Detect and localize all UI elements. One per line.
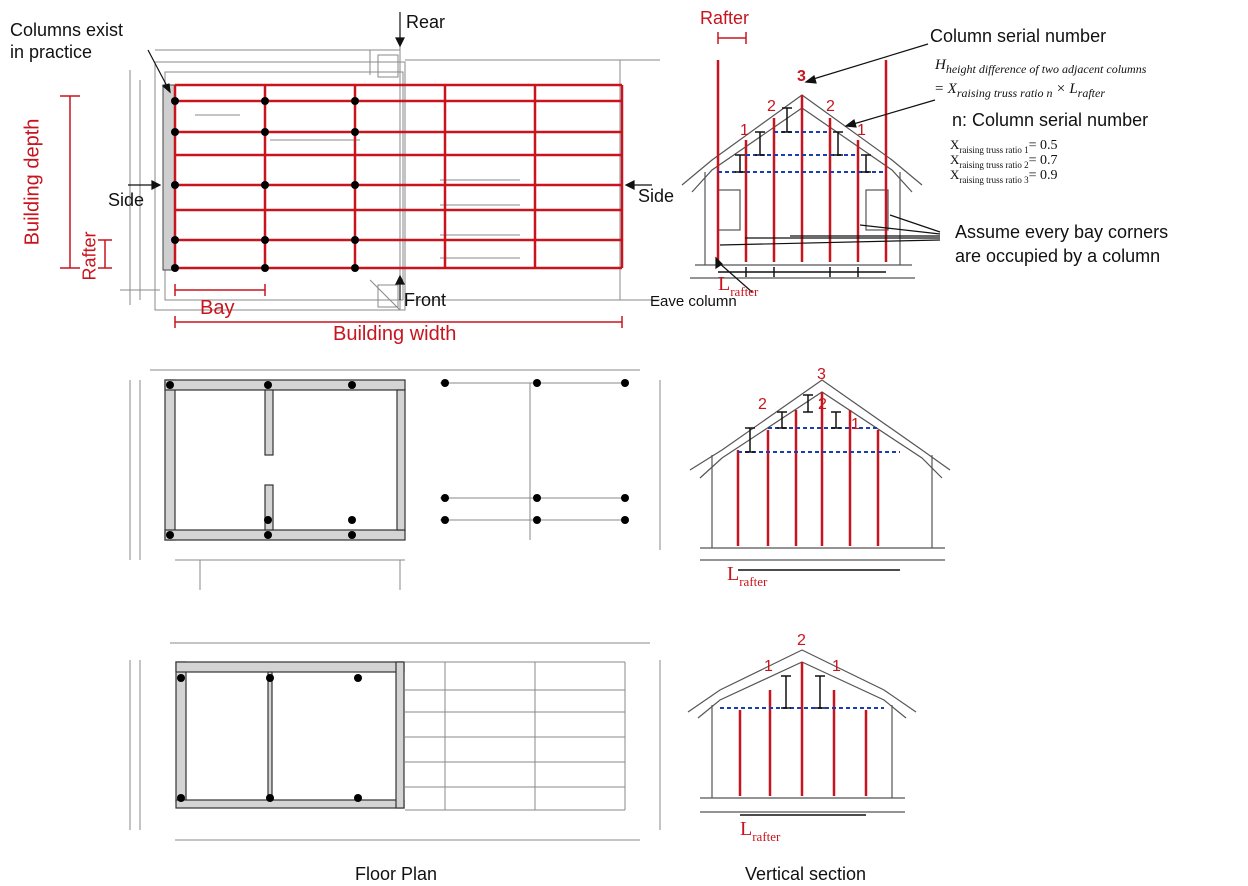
plan-3-columns [177,674,362,802]
assume-label-line2: are occupied by a column [955,246,1161,266]
s3-l-main: L [740,818,753,840]
floor-plan-1 [120,30,660,311]
formula-x-sub: raising truss ratio n [956,86,1053,100]
formula-times: × [1056,81,1066,97]
section-2-height-marks [738,394,900,571]
s3-col-number: 2 [797,632,806,649]
rafter-top-label: Rafter [700,8,750,28]
front-label: Front [404,290,447,310]
bay-label: Bay [200,297,235,319]
s2-l-main: L [727,563,740,585]
plan-1-arrows [128,12,652,300]
side-right-label: Side [638,186,675,206]
s1-l-sub: rafter [730,284,759,299]
ratio-2-sub: raising truss ratio 2 [959,160,1029,170]
s2-col-number: 2 [758,396,767,413]
ratio-1-x: X [950,137,960,152]
section-2-raise-lines [738,427,900,453]
floor-plan-2 [129,369,661,590]
n-definition: n: Column serial number [952,110,1148,131]
ratio-3: Xraising truss ratio 3= 0.9 [950,167,1058,186]
ratio-3-val: = 0.9 [1028,168,1058,183]
building-depth-label: Building depth [21,118,44,246]
columns-exist-label-line1: Columns exist [10,20,124,40]
section-2-columns [736,392,880,546]
column-serial-number-label: Column serial number [930,26,1107,46]
s3-col-number: 1 [764,658,773,675]
ratio-2-val: = 0.7 [1028,153,1058,168]
s2-col-number: 2 [818,396,827,413]
floor-plan-caption: Floor Plan [355,864,438,884]
formula-l-sub: rafter [1077,86,1106,100]
formula-x-line: = Xraising truss ratio n × Lrafter [935,80,1106,100]
ratio-1-val: = 0.5 [1028,138,1058,153]
columns-exist-label-line2: in practice [10,42,93,62]
s3-l-rafter: Lrafter [740,818,781,844]
ratio-2-x: X [950,152,960,167]
ratio-1: Xraising truss ratio 1= 0.5 [950,137,1058,156]
ratio-2: Xraising truss ratio 2= 0.7 [950,152,1058,171]
section-1-height-marks [718,107,886,277]
n-definition-text: n: Column serial number [952,110,1149,130]
plan-1-columns [171,97,359,272]
s1-col-number: 1 [857,122,866,139]
vertical-section-caption: Vertical section [745,864,867,884]
section-3-height-marks [740,675,866,816]
plan-3-walls [175,661,405,809]
rafter-plan-label: Rafter [79,231,100,281]
eave-column-label: Eave column [650,293,737,310]
ratio-3-x: X [950,167,960,182]
s2-l-sub: rafter [739,574,768,589]
s2-col-number: 3 [817,366,826,383]
plan-2-columns [166,379,629,539]
s2-col-number: 1 [851,416,860,433]
s1-col-number: 3 [797,68,806,85]
section-1-arrows [715,43,941,293]
plan-1-grid [173,83,624,270]
formula-eq: = [935,81,944,97]
assume-label-line1: Assume every bay corners [955,222,1169,242]
s1-col-number: 1 [740,122,749,139]
side-left-label: Side [108,190,145,210]
s1-col-number: 2 [826,98,835,115]
s2-l-rafter: Lrafter [727,563,768,589]
s1-l-main: L [718,273,731,295]
s3-l-sub: rafter [752,829,781,844]
formula-l-symbol: L [1069,81,1078,97]
ratio-1-sub: raising truss ratio 1 [959,145,1029,155]
rear-label: Rear [406,12,446,32]
plan-1-dimensions [60,32,747,328]
formula-h-sub: height difference of two adjacent column… [945,62,1147,76]
formula-h-line: Hheight difference of two adjacent colum… [935,56,1147,76]
s3-col-number: 1 [832,658,841,675]
s1-col-number: 2 [767,98,776,115]
section-1-columns [716,60,888,262]
formula-x-symbol: X [947,81,957,97]
ratio-3-sub: raising truss ratio 3 [959,175,1029,185]
formula-h-symbol: H [935,57,946,73]
building-width-label: Building width [333,323,457,345]
s1-l-rafter: Lrafter [718,273,759,299]
plan-2-walls [164,379,406,541]
floor-plan-3 [129,642,661,841]
